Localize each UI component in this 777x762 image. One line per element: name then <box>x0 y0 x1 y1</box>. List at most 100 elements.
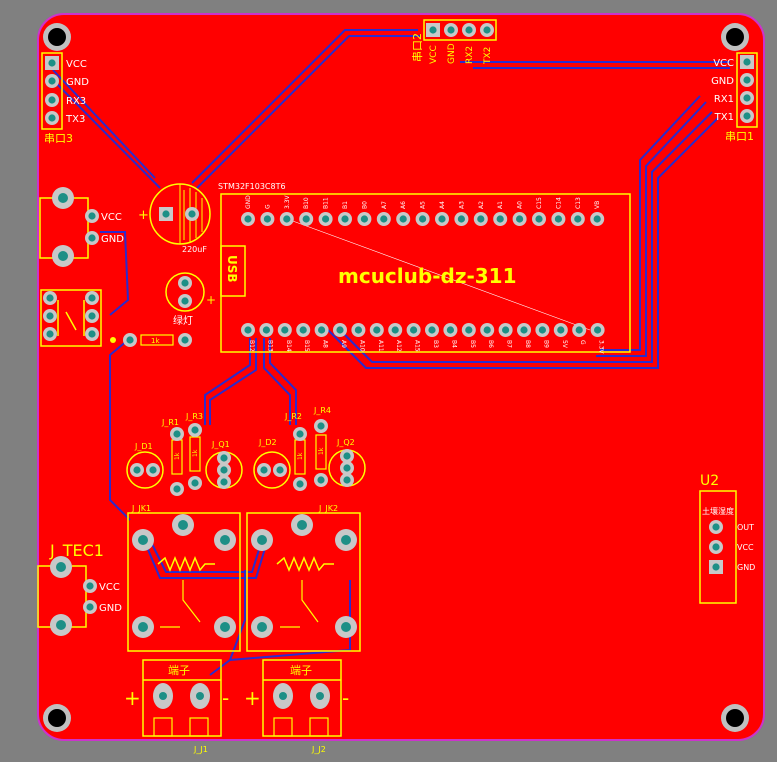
r4-value: 1k <box>318 447 325 455</box>
capacitor: + 220uF <box>138 183 211 254</box>
mcu-top-pin-pad-16 <box>551 212 566 226</box>
mcu-bottom-pin-label-1: B13 <box>266 340 273 352</box>
uart1-pin-1: VCC <box>713 58 734 69</box>
mcu-top-pin-pad-8 <box>396 212 411 226</box>
board-outline <box>37 13 765 741</box>
mcu-bottom-pin-label-8: A12 <box>395 340 402 352</box>
terminal-2-plus: + <box>244 686 261 710</box>
ref-q2: J_Q2 <box>336 438 355 447</box>
ref-d2: J_D2 <box>258 438 277 447</box>
power-pin-1: VCC <box>101 212 122 223</box>
tec-pin-1: VCC <box>99 582 120 593</box>
uart3-pin-2: GND <box>66 77 89 88</box>
mcu-bottom-pin-label-14: B7 <box>506 340 513 348</box>
mcu-top-pin-label-1: G <box>264 204 271 209</box>
terminal-2-label: 端子 <box>290 664 312 677</box>
mcu-top-pin-label-9: A5 <box>420 201 427 209</box>
soil-sensor-u2: U2 土壤湿度 OUT VCC GND <box>699 473 755 604</box>
mcu-top-pin-label-7: A7 <box>381 201 388 209</box>
terminal-1-ref: J_J1 <box>193 745 208 754</box>
mcu-bottom-pin-label-5: A9 <box>340 340 347 348</box>
uart2-pin-1: VCC <box>429 45 439 64</box>
uart2-pin-4: TX2 <box>483 47 493 65</box>
mcu-top-pin-pad-18 <box>590 212 605 226</box>
mcu-bottom-pin-label-3: B15 <box>303 340 310 352</box>
mcu-bottom-pin-label-13: B6 <box>487 340 494 348</box>
uart1-pin-2: GND <box>711 76 734 87</box>
uart3-pin-4: TX3 <box>65 114 85 125</box>
mcu-bottom-pin-label-6: A10 <box>358 340 365 352</box>
ref-jk1: J_JK1 <box>131 504 151 513</box>
mcu-bottom-pin-pad-11 <box>443 323 458 337</box>
mcu-top-pin-pad-9 <box>415 212 430 226</box>
ref-r4: J_R4 <box>313 406 331 415</box>
mcu-bottom-pin-pad-10 <box>425 323 439 337</box>
mcu-top-pin-pad-2 <box>279 212 294 226</box>
relay-driver-2: J_D2 J_R2 J_R4 1k 1k J_Q2 <box>253 406 366 491</box>
uart1-pin-4: TX1 <box>714 112 734 123</box>
led-resistor-value: 1k <box>151 337 160 345</box>
mcu-bottom-pin-pad-3 <box>296 323 311 337</box>
mcu-top-pin-pad-12 <box>473 212 488 226</box>
r2-value: 1k <box>297 452 304 460</box>
mcu-bottom-pin-pad-6 <box>351 323 366 337</box>
terminal-1-plus: + <box>124 686 141 710</box>
uart3-header: VCC GND RX3 TX3 串口3 <box>41 52 89 145</box>
airwire <box>289 219 591 331</box>
mcu-top-pin-pad-4 <box>318 212 333 226</box>
terminal-1-minus: - <box>222 686 229 710</box>
uart3-pin-3: RX3 <box>66 96 86 107</box>
board-title: mcuclub-dz-311 <box>338 264 517 288</box>
uart2-pin-2: GND <box>447 43 457 64</box>
mcu-bottom-pin-pad-1 <box>259 323 274 337</box>
mcu-top-pin-label-4: B11 <box>323 197 330 209</box>
svg-text:+: + <box>138 208 149 223</box>
led-indicator: + 绿灯 <box>165 272 216 327</box>
terminal-block-2: 端子 + - J_J2 <box>244 659 349 754</box>
uart2-header: VCC GND RX2 TX2 串口2 <box>411 19 497 65</box>
mcu-top-pin-label-18: VB <box>594 201 601 209</box>
lamp-label: 绿灯 <box>173 314 193 327</box>
mcu-bottom-pin-pad-14 <box>498 323 513 337</box>
mcu-top-pin-pad-1 <box>260 212 275 226</box>
mcu-top-pin-pad-3 <box>299 212 314 226</box>
mcu-top-pin-label-11: A3 <box>458 201 465 209</box>
mcu-top-pin-pad-6 <box>357 212 372 226</box>
led-resistor: 1k <box>110 333 192 347</box>
r1-value: 1k <box>174 452 181 460</box>
mcu-top-pin-label-0: GND <box>245 195 252 209</box>
ref-jk2: J_JK2 <box>318 504 338 513</box>
mcu-bottom-pin-label-2: B14 <box>285 340 292 352</box>
mcu-bottom-pin-pad-12 <box>461 323 476 337</box>
mcu-top-pin-label-15: C15 <box>536 197 543 209</box>
mcu-bottom-pin-pad-9 <box>406 323 421 337</box>
relay-1: J_JK1 <box>127 504 241 652</box>
mcu-bottom-pin-pad-16 <box>535 323 550 337</box>
mcu-bottom-pin-label-10: B3 <box>432 340 439 348</box>
mcu-bottom-pin-pad-19 <box>590 323 605 337</box>
mcu-top-pin-pad-7 <box>376 212 391 226</box>
mcu-top-pin-label-12: A2 <box>478 201 485 209</box>
mcu-bottom-pin-label-18: G <box>579 340 586 345</box>
mcu-top-pin-label-17: C13 <box>575 197 582 209</box>
terminal-1-label: 端子 <box>168 664 190 677</box>
uart1-header: VCC GND RX1 TX1 串口1 <box>711 52 758 143</box>
mcu-top-pin-pad-14 <box>512 212 527 226</box>
mcu-bottom-pin-label-4: A8 <box>322 340 329 348</box>
mcu-top-pin-label-3: B10 <box>303 197 310 209</box>
mcu-bottom-pin-label-16: B9 <box>542 340 549 348</box>
mounting-holes <box>43 23 749 732</box>
tec-pin-2: GND <box>99 603 122 614</box>
mcu-top-pin-label-5: B1 <box>342 201 349 209</box>
mcu-bottom-pin-label-17: 5V <box>561 340 568 349</box>
mcu-bottom-pin-label-0: B12 <box>248 340 255 352</box>
ref-r3: J_R3 <box>185 412 203 421</box>
terminal-block-1: 端子 + - J_J1 <box>124 659 229 754</box>
cap-label: 220uF <box>182 245 207 254</box>
mcu-bottom-pin-pad-13 <box>480 323 495 337</box>
traces <box>52 29 730 676</box>
relay-2: J_JK2 <box>246 504 361 652</box>
r3-value: 1k <box>192 449 199 457</box>
